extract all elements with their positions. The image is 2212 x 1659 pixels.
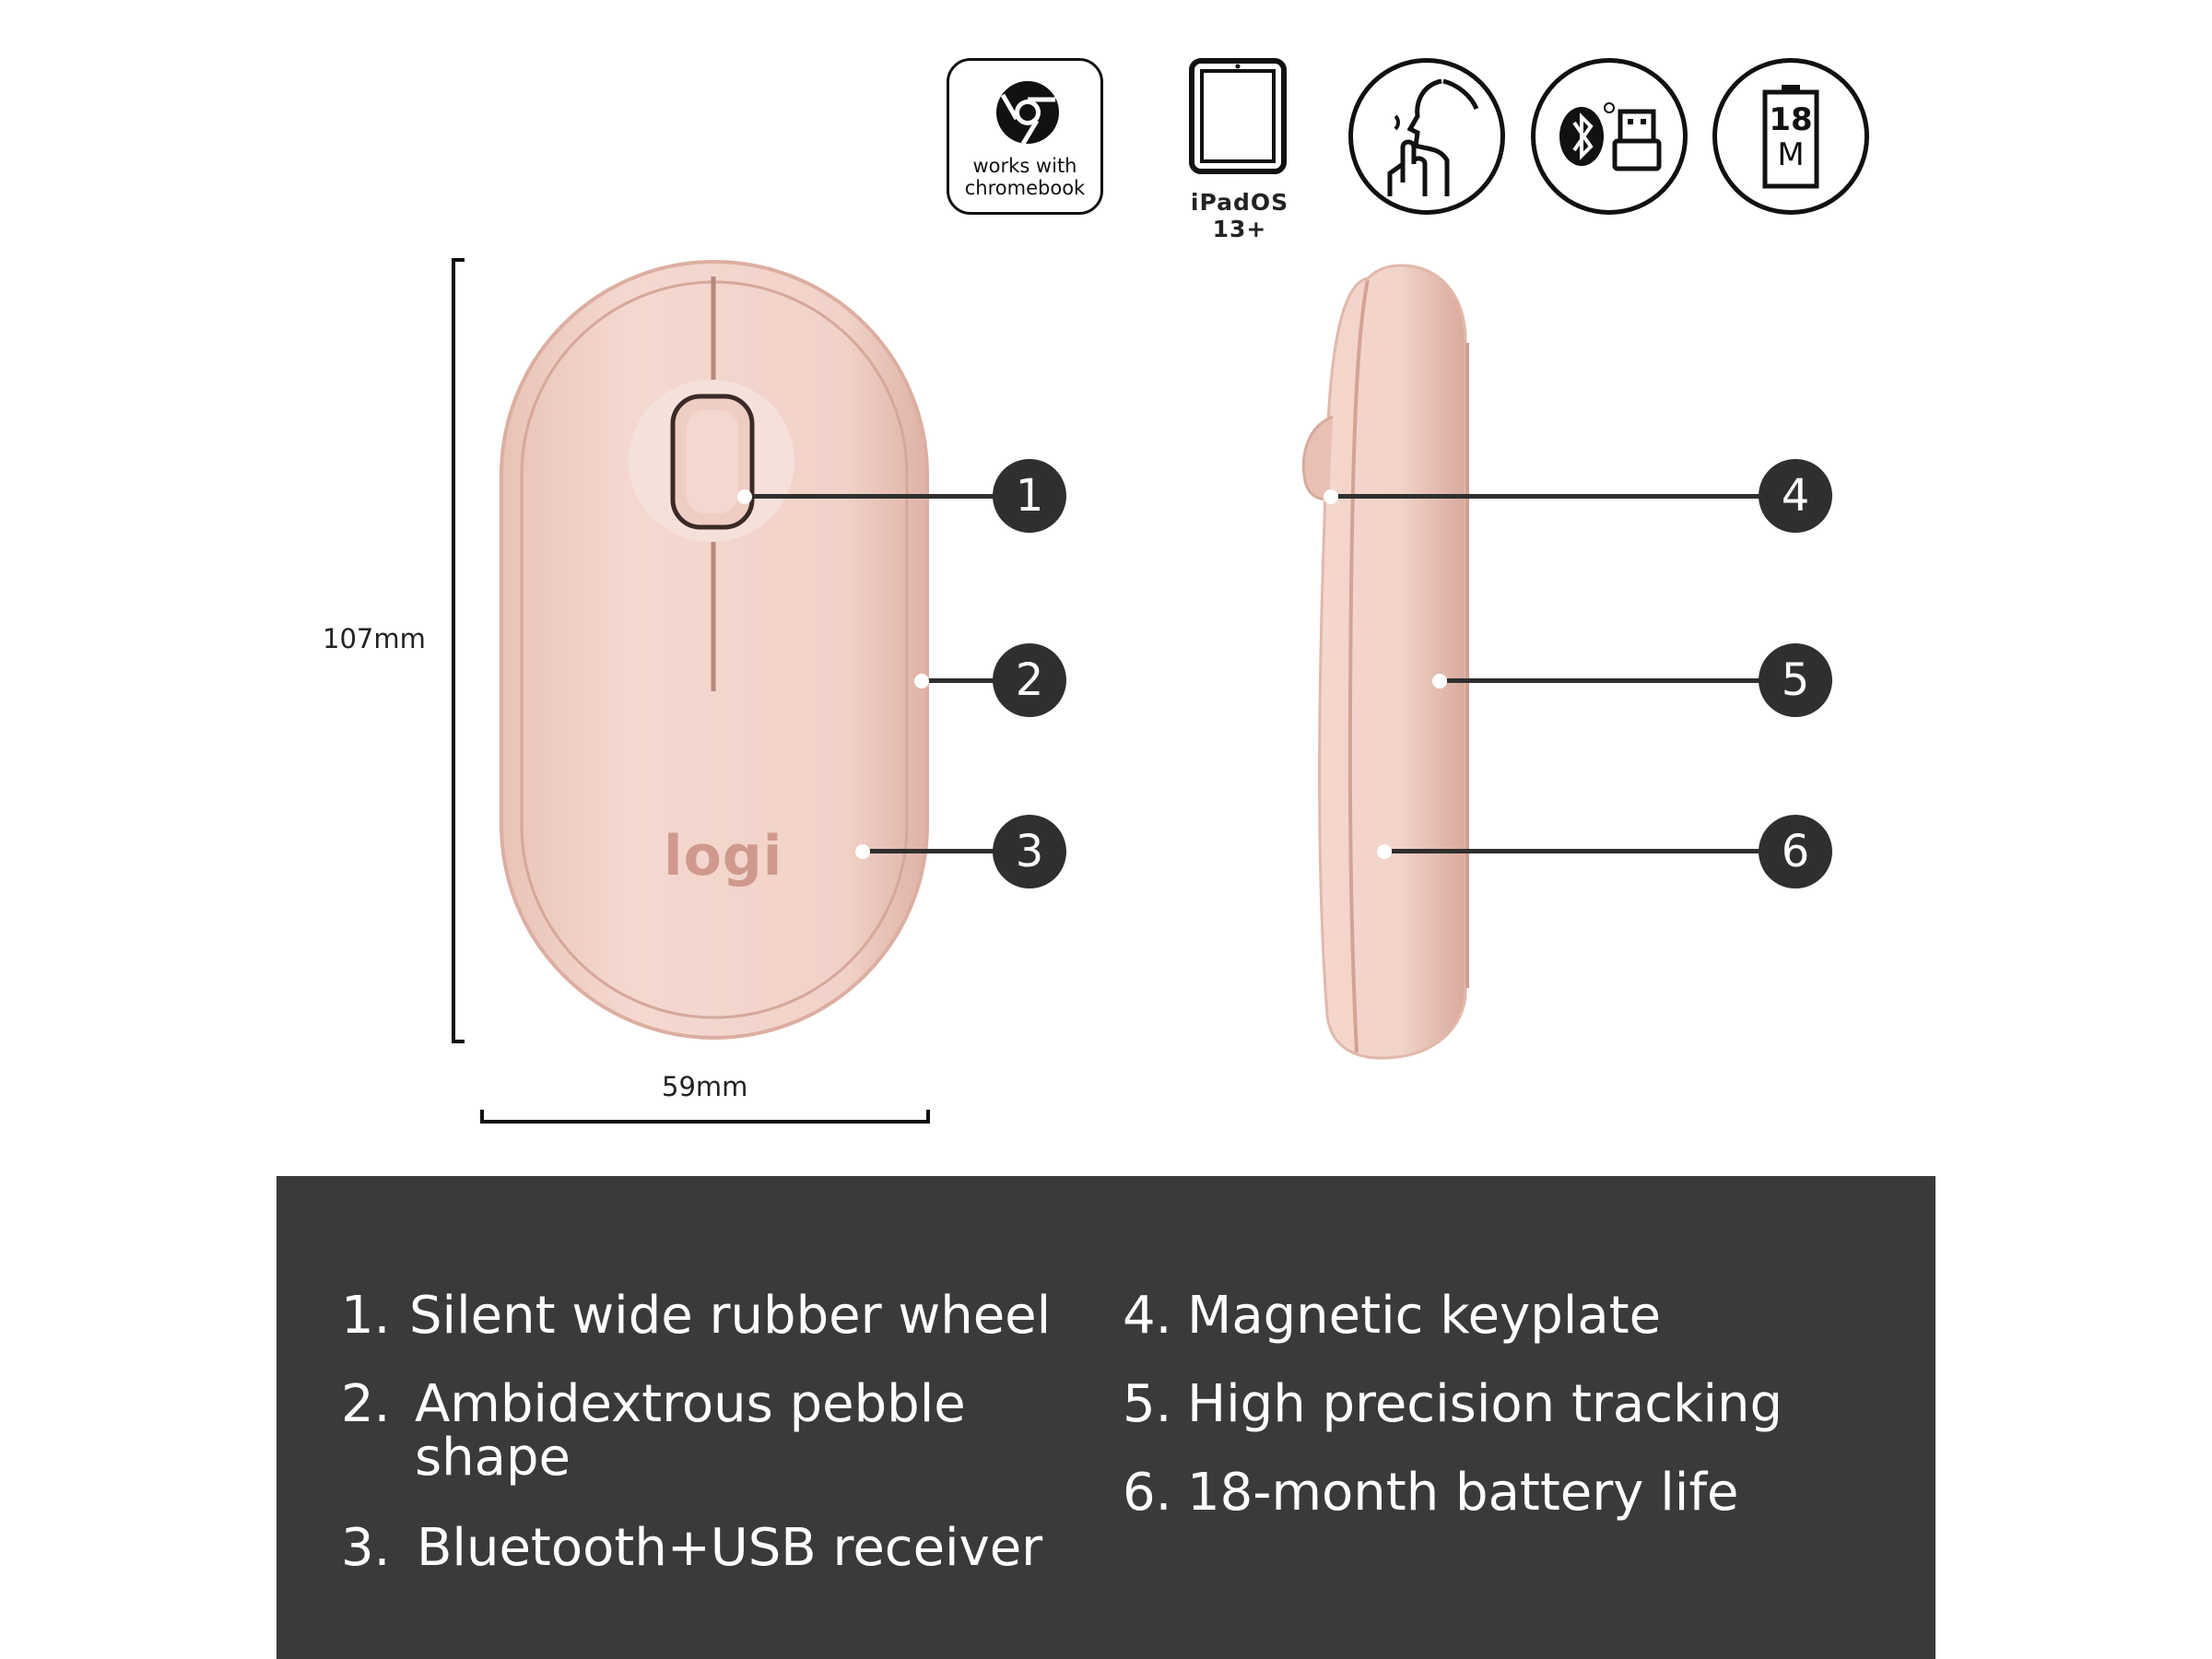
leader-line-2 [922,678,1001,683]
callout-1: 1 [993,459,1066,533]
leader-line-6 [1392,849,1768,853]
chromebook-line1: works with [972,155,1077,177]
chrome-icon [994,79,1061,146]
anchor-dot-5 [1432,674,1447,688]
feature-4-text: Magnetic keyplate [1187,1286,1662,1346]
anchor-dot-6 [1377,844,1392,859]
width-label: 59mm [662,1071,748,1102]
battery-icon: 18 M [1761,83,1820,190]
height-dimension-line [450,258,468,1043]
feature-3-text: Bluetooth+USB receiver [417,1518,1043,1578]
anchor-dot-1 [737,489,752,504]
leader-line-4 [1338,494,1768,499]
feature-4: 4. Magnetic keyplate [1123,1288,1878,1344]
battery-unit: M [1777,136,1805,173]
chromebook-line2: chromebook [964,177,1086,199]
feature-2: 2. Ambidextrous pebble shape [341,1377,1060,1488]
callout-3: 3 [993,815,1066,888]
feature-1: 1. Silent wide rubber wheel [341,1288,1060,1344]
feature-2-number: 2. [341,1374,391,1434]
silent-badge [1348,58,1505,215]
battery-badge: 18 M [1712,58,1869,215]
logi-logo: logi [664,824,783,888]
height-label: 107mm [323,623,426,654]
feature-3: 3. Bluetooth+USB receiver [341,1521,1060,1576]
silent-click-icon [1362,72,1491,201]
feature-5-number: 5. [1123,1374,1172,1434]
feature-5: 5. High precision tracking [1123,1377,1878,1432]
leader-line-1 [745,494,1001,499]
anchor-dot-2 [914,674,929,688]
anchor-dot-4 [1324,489,1338,504]
mouse-top-view [498,258,931,1041]
feature-6: 6. 18-month battery life [1123,1465,1878,1521]
ipad-label: iPadOS 13+ [1190,189,1289,242]
tablet-icon [1189,58,1287,174]
connectivity-badge [1531,58,1688,215]
feature-1-number: 1. [341,1286,391,1346]
callout-4: 4 [1759,459,1832,533]
leader-line-3 [863,849,1001,853]
feature-2-text-line2: shape [415,1428,571,1488]
feature-1-text: Silent wide rubber wheel [409,1286,1052,1346]
leader-line-5 [1447,678,1768,683]
features-panel: 1. Silent wide rubber wheel 2. Ambidextr… [276,1176,1936,1659]
feature-6-text: 18-month battery life [1187,1463,1739,1523]
feature-4-number: 4. [1123,1286,1172,1346]
chromebook-badge: works with chromebook [947,58,1103,215]
callout-2: 2 [993,643,1066,717]
width-dimension-line [479,1104,931,1124]
feature-6-number: 6. [1123,1463,1172,1523]
battery-value: 18 [1769,101,1813,138]
feature-5-text: High precision tracking [1187,1374,1783,1434]
mouse-side-view [1272,260,1493,1062]
anchor-dot-3 [855,844,870,859]
feature-3-number: 3. [341,1518,391,1578]
callout-6: 6 [1759,815,1832,888]
feature-2-text: Ambidextrous pebble [415,1374,966,1434]
callout-5: 5 [1759,643,1832,717]
bluetooth-usb-icon [1554,95,1674,178]
